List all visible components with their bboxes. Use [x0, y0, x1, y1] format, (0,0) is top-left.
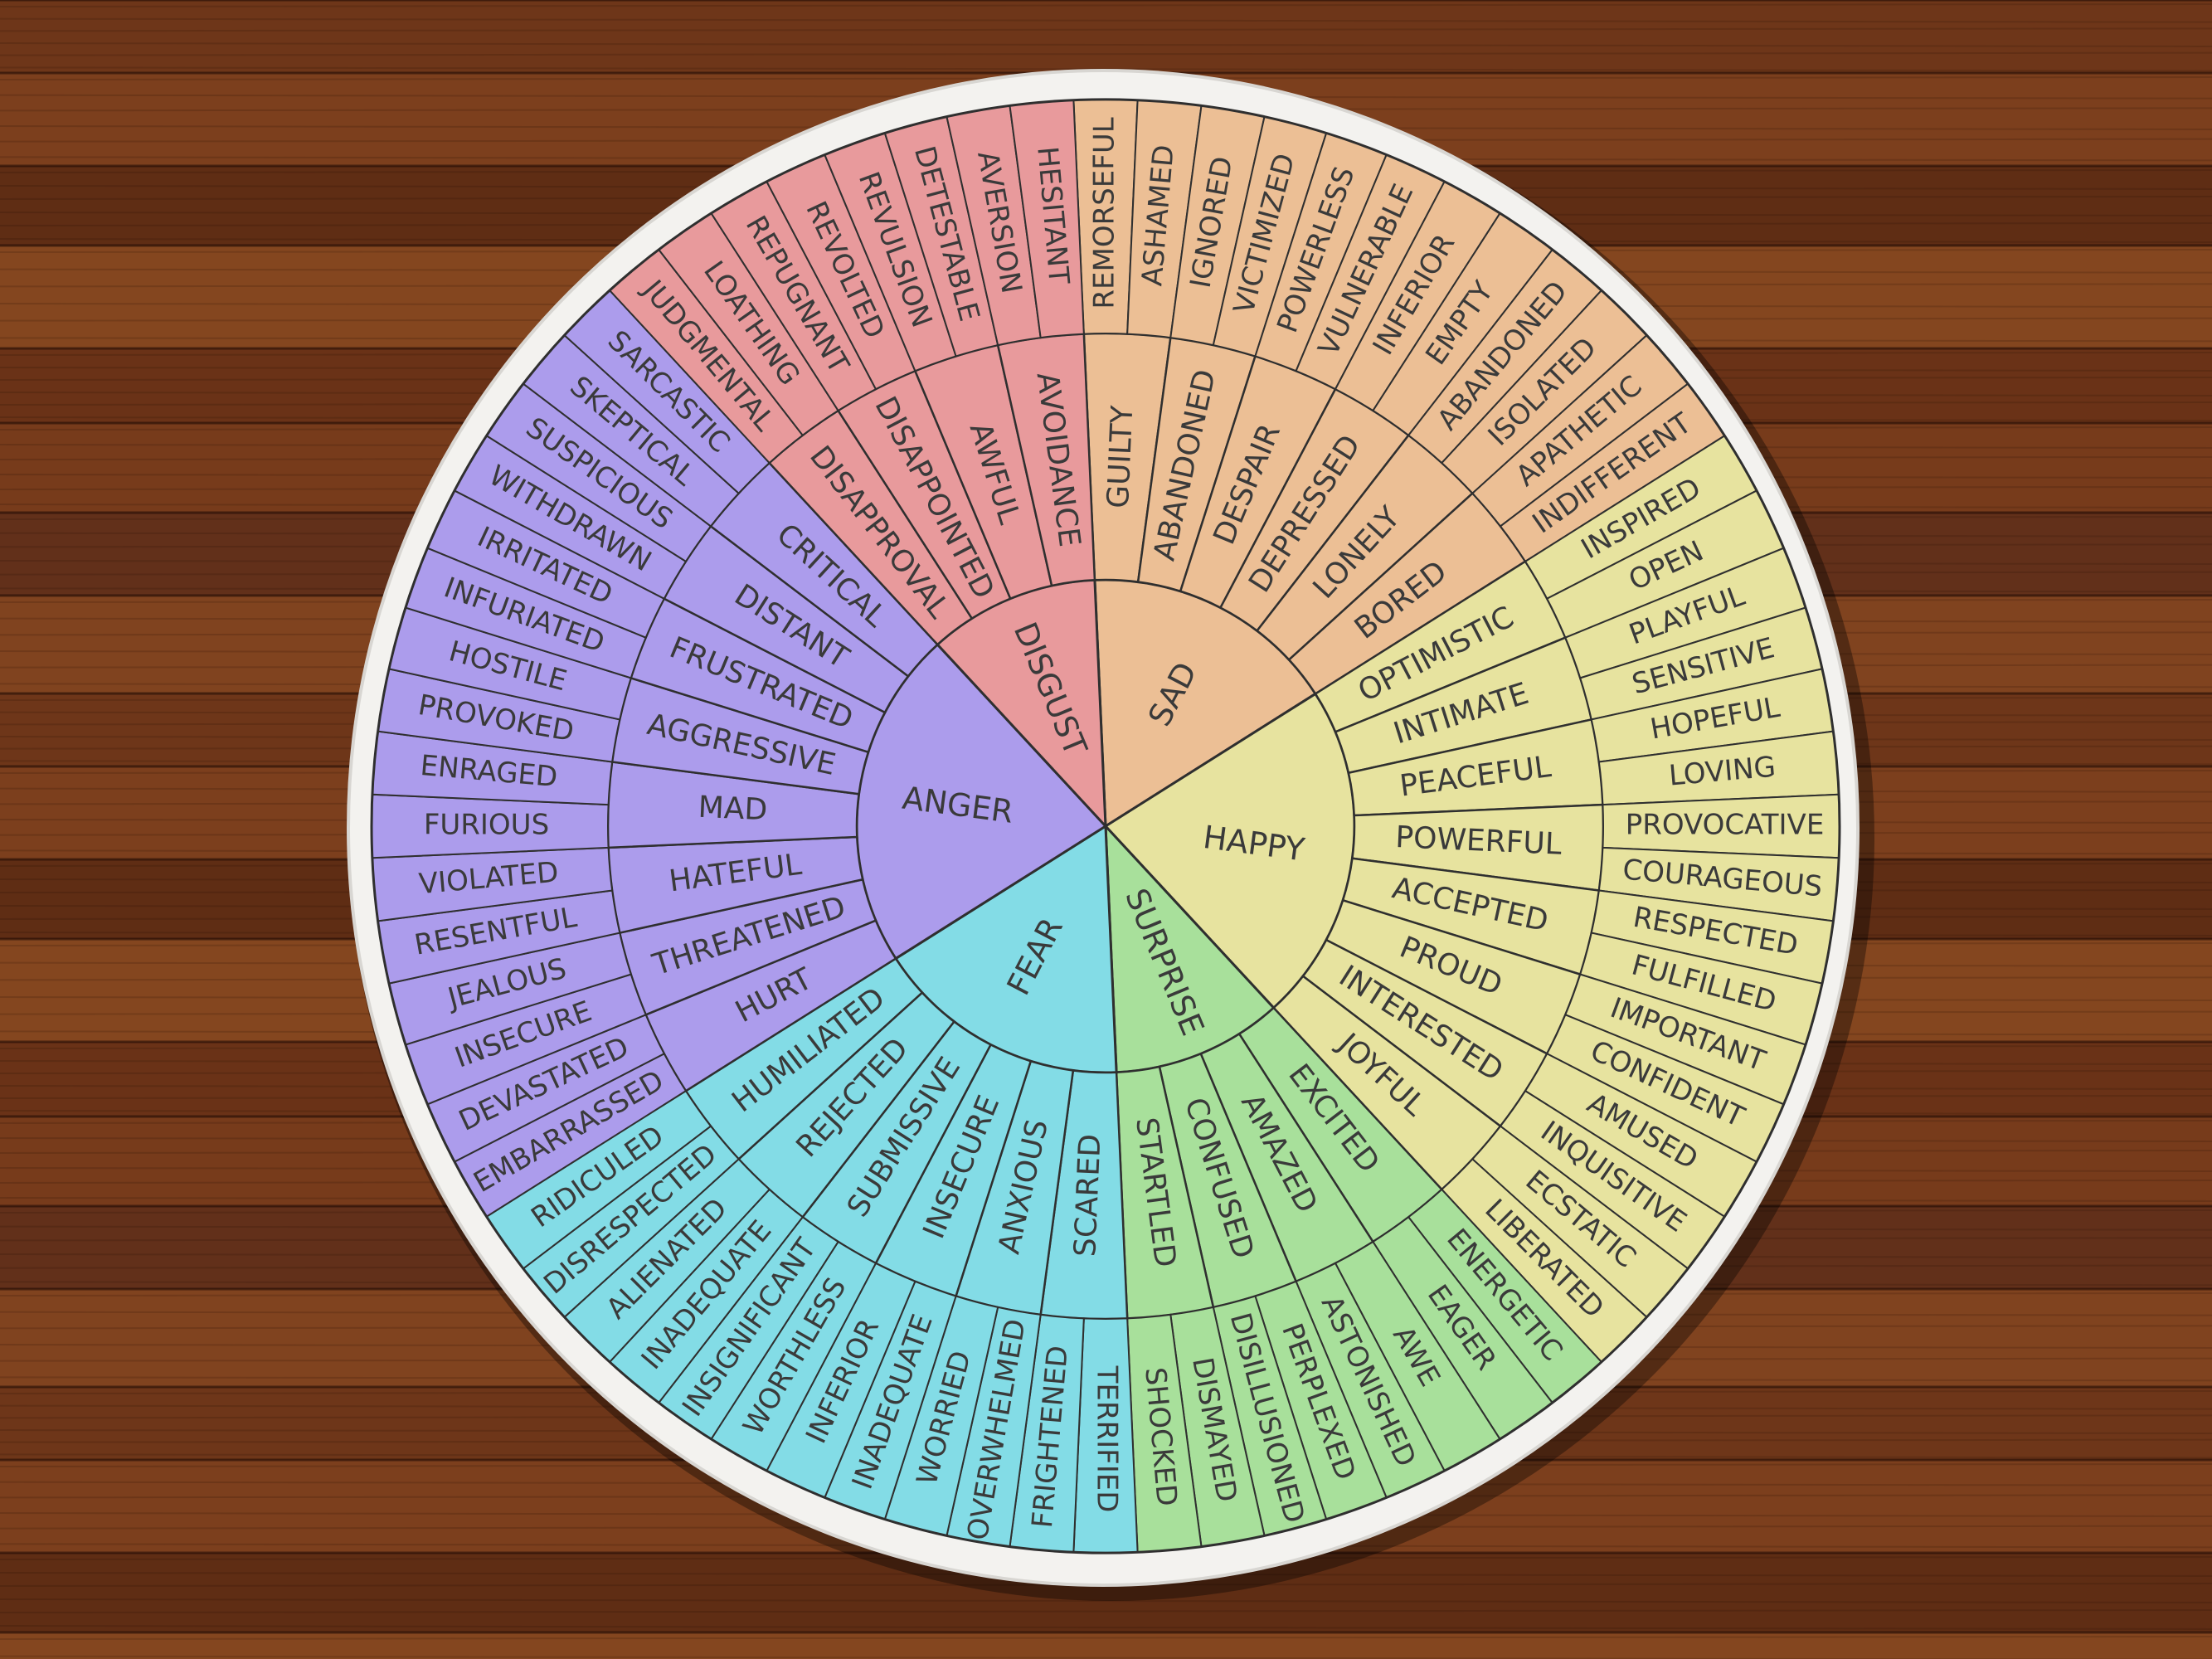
wood-grain: [0, 3, 2212, 7]
wood-grain: [0, 27, 2212, 32]
wood-grain: [0, 1609, 2212, 1613]
outer-label: PROVOCATIVE: [1626, 809, 1825, 842]
middle-label: MAD: [698, 791, 768, 828]
wheel-rings: [370, 98, 1841, 1554]
wood-grain: [0, 1625, 2212, 1630]
middle-label: SCARED: [1068, 1133, 1107, 1258]
wood-grain: [0, 1598, 2212, 1603]
wood-grain: [0, 17, 2212, 23]
wood-grain: [0, 51, 2212, 56]
wood-grain: [0, 42, 2212, 47]
wood-plank: [0, 0, 2212, 73]
wood-plank: [0, 1632, 2212, 1659]
outer-label: FURIOUS: [424, 809, 549, 842]
outer-label: REMORSEFUL: [1088, 117, 1121, 309]
outer-border: [370, 98, 1841, 1554]
middle-label: GUILTY: [1101, 404, 1140, 509]
outer-label: TERRIFIED: [1091, 1365, 1124, 1513]
middle-label: POWERFUL: [1395, 820, 1563, 862]
wood-grain: [0, 1636, 2212, 1640]
